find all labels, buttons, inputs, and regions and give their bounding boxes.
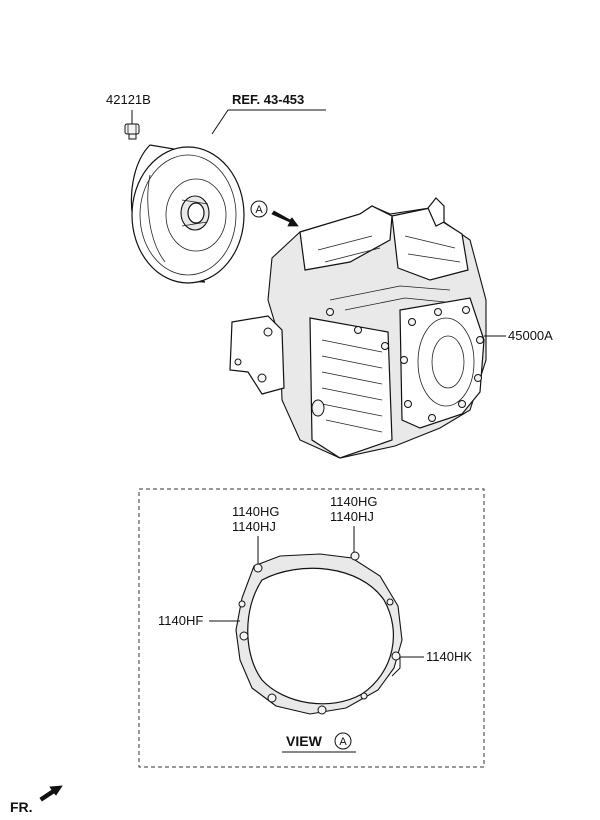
transaxle-assembly — [229, 197, 487, 459]
housing-gasket — [235, 551, 403, 715]
view-label: VIEW — [286, 733, 323, 749]
label-1140hg-left: 1140HG — [232, 504, 279, 519]
front-arrow-icon — [39, 785, 63, 802]
view-marker: A — [339, 736, 347, 748]
label-1140hg-right: 1140HG — [330, 494, 377, 509]
view-arrow-icon: A — [250, 200, 299, 227]
torque-converter — [130, 144, 245, 284]
view-arrow-marker: A — [255, 204, 263, 216]
label-1140hf: 1140HF — [158, 613, 203, 628]
front-indicator: FR. — [10, 799, 33, 815]
label-42121b: 42121B — [106, 92, 151, 107]
bolt-42121b — [124, 123, 140, 140]
label-1140hj-left: 1140HJ — [232, 519, 276, 534]
view-a-inset — [138, 488, 485, 768]
label-1140hj-right: 1140HJ — [330, 509, 374, 524]
label-45000a: 45000A — [508, 328, 553, 343]
label-ref-43-453: REF. 43-453 — [232, 92, 304, 107]
label-1140hk: 1140HK — [426, 649, 472, 664]
